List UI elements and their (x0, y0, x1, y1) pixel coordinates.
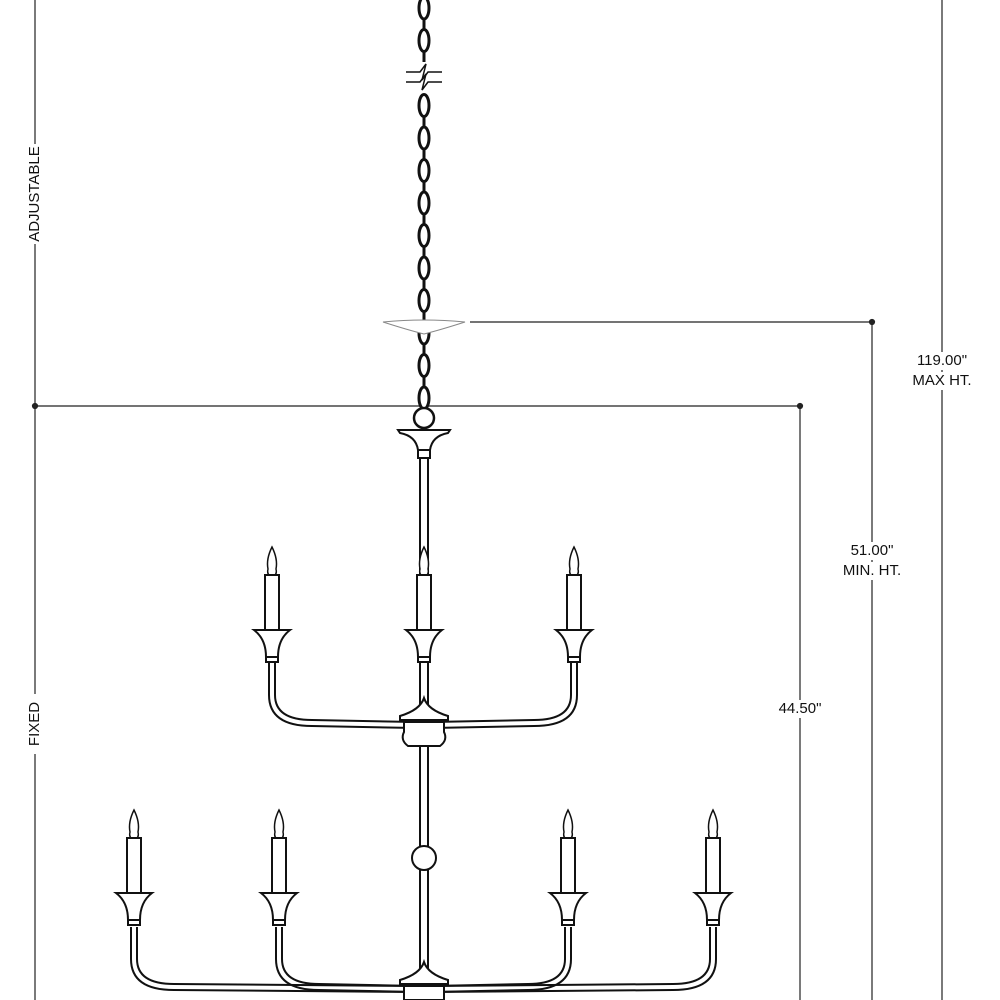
break-symbol (406, 63, 442, 81)
candle-flame-icon (273, 808, 285, 839)
max-height-value: 119.00" (897, 352, 987, 370)
stem-sphere (411, 845, 437, 871)
candle-flame-icon (266, 545, 278, 576)
chain-link (417, 28, 431, 53)
lower-collar (127, 919, 141, 926)
candle-arm (268, 663, 417, 729)
canopy (382, 319, 466, 335)
upper-collar (417, 656, 431, 663)
lower-bobeche (692, 892, 734, 921)
lower-collar (272, 919, 286, 926)
lower-bobeche (258, 892, 300, 921)
lower-collar (706, 919, 720, 926)
max-height-label: MAX HT. (897, 372, 987, 390)
min-height-value: 51.00" (832, 542, 912, 560)
dimension-lines (31, 0, 943, 1000)
chain-link (417, 158, 431, 183)
chain-link (417, 353, 431, 378)
chain-link (417, 125, 431, 151)
chain-link (417, 288, 431, 313)
lower-candle (705, 837, 721, 894)
candle-arm (275, 927, 417, 993)
lower-candle (271, 837, 287, 894)
candle-flame-icon (562, 808, 574, 839)
top-cap (396, 429, 452, 451)
chandelier (113, 0, 734, 1000)
upper-hub (401, 721, 447, 747)
upper-hub-top (399, 694, 449, 721)
fixed-height-value: 44.50" (770, 700, 830, 718)
candle-arm (136, 927, 417, 987)
chain-link (417, 255, 431, 281)
lower-hub-top (399, 958, 449, 985)
lower-bobeche (113, 892, 155, 921)
min-height-label: MIN. HT. (832, 562, 912, 580)
upper-bobeche (251, 629, 293, 658)
chain-link (417, 190, 431, 216)
candle-arm (431, 927, 572, 993)
lower-bobeche (547, 892, 589, 921)
candle-arm (431, 663, 572, 723)
candle-arm (431, 927, 711, 987)
upper-collar (567, 656, 581, 663)
upper-candle (264, 574, 280, 631)
fixed-label: FIXED (26, 694, 44, 754)
candle-flame-icon (128, 808, 140, 839)
top-cap-collar (417, 449, 431, 459)
candle-arm (130, 927, 417, 993)
candle-arm (431, 927, 717, 993)
candle-arm (431, 663, 578, 729)
candle-arm (281, 927, 417, 987)
chain-link (417, 385, 431, 411)
lower-hub (403, 985, 445, 1000)
chain-link (417, 223, 431, 248)
upper-bobeche (553, 629, 595, 658)
candle-flame-icon (568, 545, 580, 576)
lower-candle (560, 837, 576, 894)
lower-candle (126, 837, 142, 894)
upper-bobeche (403, 629, 445, 658)
upper-collar (265, 656, 279, 663)
break-symbol (406, 73, 442, 91)
candle-arm (431, 927, 566, 987)
adjustable-label: ADJUSTABLE (26, 144, 44, 244)
candle-arm (274, 663, 417, 723)
upper-candle (566, 574, 582, 631)
lower-collar (561, 919, 575, 926)
chain-link (417, 0, 431, 21)
hanging-ring (412, 406, 436, 430)
upper-candle (416, 574, 432, 631)
candle-flame-icon (707, 808, 719, 839)
chain-link (417, 93, 431, 118)
